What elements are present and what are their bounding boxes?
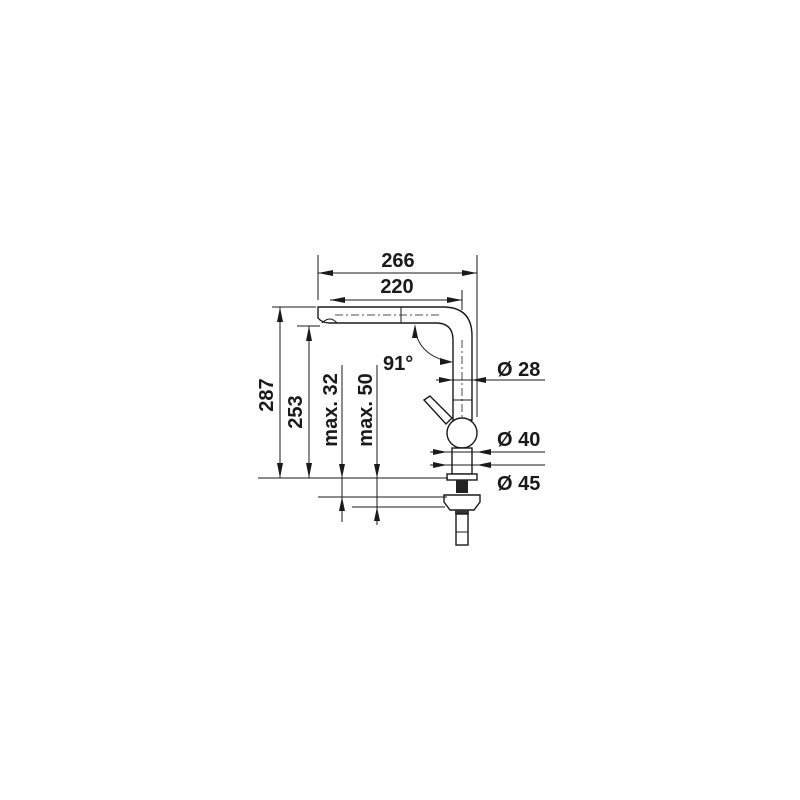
dimension-diameter-45: Ø 45: [430, 462, 545, 495]
label-diameter-45: Ø 45: [497, 473, 540, 495]
label-91-degrees: 91°: [383, 353, 413, 375]
label-287: 287: [256, 378, 278, 411]
dimension-swivel-angle: 91°: [383, 324, 453, 375]
label-max-32: max. 32: [320, 373, 342, 446]
label-diameter-40: Ø 40: [497, 429, 540, 451]
dimension-spout-reach: 220: [330, 276, 463, 310]
label-266: 266: [381, 250, 414, 272]
dimension-max-32: max. 32: [318, 365, 447, 522]
dimension-max-50: max. 50: [352, 365, 445, 525]
dimension-overall-height: 287: [256, 306, 316, 478]
dimension-diameter-40: Ø 40: [430, 429, 545, 455]
label-220: 220: [380, 276, 413, 298]
label-diameter-28: Ø 28: [497, 359, 540, 381]
dimension-overall-width: 266: [317, 250, 478, 417]
label-max-50: max. 50: [355, 373, 377, 446]
dimension-spout-height: 253: [285, 325, 320, 478]
dimension-diameter-28: Ø 28: [436, 359, 545, 383]
label-253: 253: [285, 395, 307, 428]
